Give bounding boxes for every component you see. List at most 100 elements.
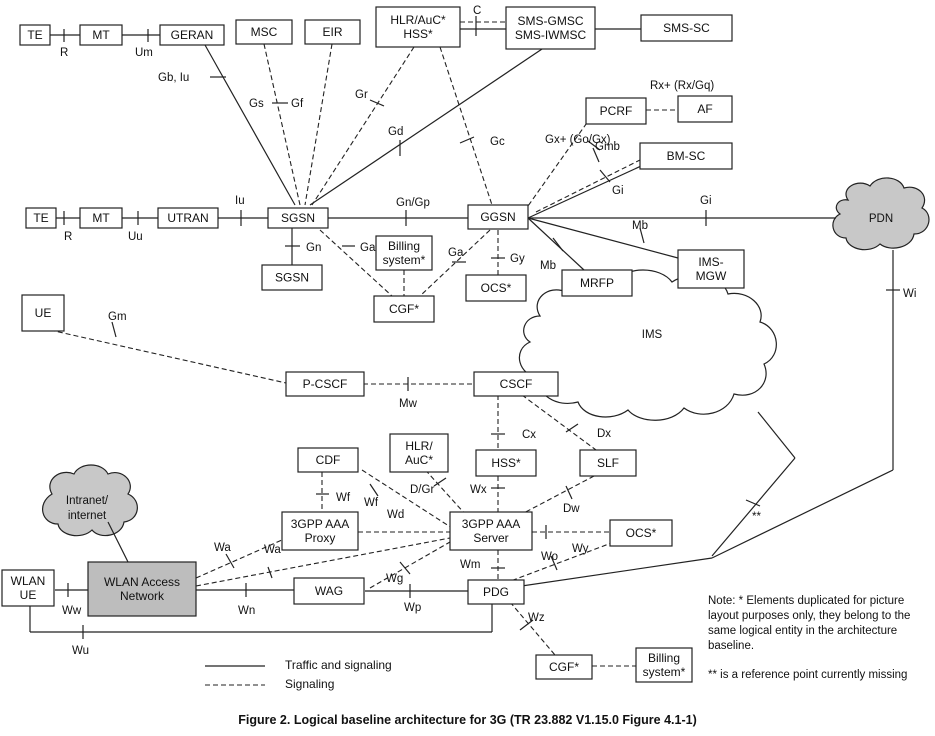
node-hss-label: HSS* [491, 456, 521, 470]
node-ggsn[interactable]: GGSN [467, 204, 529, 230]
node-hss[interactable]: HSS* [475, 449, 537, 477]
node-sgsn-label: SGSN [281, 211, 315, 225]
node-slf[interactable]: SLF [579, 449, 637, 477]
duplicates-note-line-1: Note: * Elements duplicated for picture [708, 595, 905, 607]
node-wlanan-label: Network [120, 589, 165, 603]
reference-point-label: Ga [448, 247, 464, 259]
intranet-label-1: Intranet/ [66, 495, 109, 507]
node-utran-box [157, 207, 219, 229]
node-mrfp-label: MRFP [580, 276, 614, 290]
node-ocs1-box [465, 274, 527, 302]
node-wlanan-label: WLAN Access [104, 575, 180, 589]
node-smssc[interactable]: SMS-SC [640, 14, 733, 42]
node-af[interactable]: AF [677, 95, 733, 123]
node-pcscf[interactable]: P-CSCF [285, 371, 365, 397]
node-billing1-box [375, 235, 433, 271]
reference-point-label: Um [135, 47, 153, 59]
node-msc[interactable]: MSC [235, 19, 293, 45]
reference-point-label: Ga [360, 242, 376, 254]
reference-point-label: Wu [72, 645, 89, 657]
reference-point-label: Dx [597, 428, 611, 440]
node-sgsn-box [267, 207, 329, 229]
node-pdg[interactable]: PDG [467, 579, 525, 605]
node-mt1-box [79, 24, 123, 46]
node-eir[interactable]: EIR [304, 19, 361, 45]
reference-point-label: Mw [399, 398, 418, 410]
node-bmsc[interactable]: BM-SC [639, 142, 733, 170]
node-cdf[interactable]: CDF [297, 447, 359, 473]
node-cscf-label: CSCF [500, 377, 533, 391]
node-geran[interactable]: GERAN [159, 24, 225, 46]
node-ocs2-label: OCS* [626, 526, 657, 540]
node-te1-box [19, 24, 51, 46]
node-ocs2-box [609, 519, 673, 547]
reference-point-label: Uu [128, 231, 143, 243]
node-cgf2-box [535, 654, 593, 680]
reference-point-label: Gi [700, 195, 712, 207]
reference-point-label: Wf [336, 492, 351, 504]
duplicates-note-line-2: layout purposes only, they belong to the [708, 610, 911, 622]
reference-point-label: Mb [632, 220, 648, 232]
node-pcscf-label: P-CSCF [303, 377, 348, 391]
duplicates-note-line-4: baseline. [708, 640, 755, 652]
node-mrfp[interactable]: MRFP [561, 269, 633, 297]
node-aaaproxy-label: Proxy [305, 531, 336, 545]
node-wlanue-label: WLAN [11, 574, 46, 588]
node-mt2-label: MT [92, 211, 110, 225]
node-cscf[interactable]: CSCF [473, 371, 559, 397]
node-sgsn2[interactable]: SGSN [261, 264, 323, 291]
node-ue-label: UE [35, 306, 52, 320]
node-cgf1-label: CGF* [389, 302, 419, 316]
node-smsgmsc-label: SMS-GMSC [518, 14, 584, 28]
reference-point-label: Gmb [595, 141, 620, 153]
node-cdf-label: CDF [316, 453, 341, 467]
node-mt2-box [79, 207, 123, 229]
node-sgsn[interactable]: SGSN [267, 207, 329, 229]
reference-point-label: Gm [108, 311, 127, 323]
ims-cloud[interactable]: IMS [518, 269, 777, 421]
node-billing1-label: Billing [388, 239, 420, 253]
node-msc-label: MSC [251, 25, 278, 39]
intranet-cloud[interactable]: Intranet/ internet [42, 464, 138, 537]
node-geran-box [159, 24, 225, 46]
pdn-cloud[interactable]: PDN [832, 177, 930, 251]
node-mt1[interactable]: MT [79, 24, 123, 46]
node-te1[interactable]: TE [19, 24, 51, 46]
node-cgf2-label: CGF* [549, 660, 579, 674]
node-utran[interactable]: UTRAN [157, 207, 219, 229]
node-billing2-label: Billing [648, 651, 680, 665]
node-hlr2[interactable]: HLR/AuC* [389, 433, 449, 473]
reference-point-label: Gi [612, 185, 624, 197]
reference-point-label: Gf [291, 98, 304, 110]
reference-point-label: Rx+ (Rx/Gq) [650, 80, 714, 92]
node-ue[interactable]: UE [21, 294, 65, 332]
node-ocs2[interactable]: OCS* [609, 519, 673, 547]
node-pcrf-box [585, 97, 647, 125]
node-ocs1[interactable]: OCS* [465, 274, 527, 302]
node-imsmgw-label: MGW [696, 269, 727, 283]
reference-point-label: Wn [238, 605, 255, 617]
node-wag[interactable]: WAG [293, 577, 365, 605]
node-mt2[interactable]: MT [79, 207, 123, 229]
node-cscf-box [473, 371, 559, 397]
node-cgf1[interactable]: CGF* [373, 295, 435, 323]
node-smssc-label: SMS-SC [663, 21, 710, 35]
reference-point-label: Wz [528, 612, 545, 624]
node-cgf1-box [373, 295, 435, 323]
node-pcrf[interactable]: PCRF [585, 97, 647, 125]
node-imsmgw[interactable]: IMS-MGW [677, 249, 745, 289]
node-te2-label: TE [33, 211, 48, 225]
reference-point-label: Gc [490, 136, 505, 148]
node-cgf2[interactable]: CGF* [535, 654, 593, 680]
figure-caption: Figure 2. Logical baseline architecture … [238, 713, 697, 727]
node-hlr1[interactable]: HLR/AuC*HSS* [375, 6, 461, 48]
node-te2[interactable]: TE [25, 207, 57, 229]
